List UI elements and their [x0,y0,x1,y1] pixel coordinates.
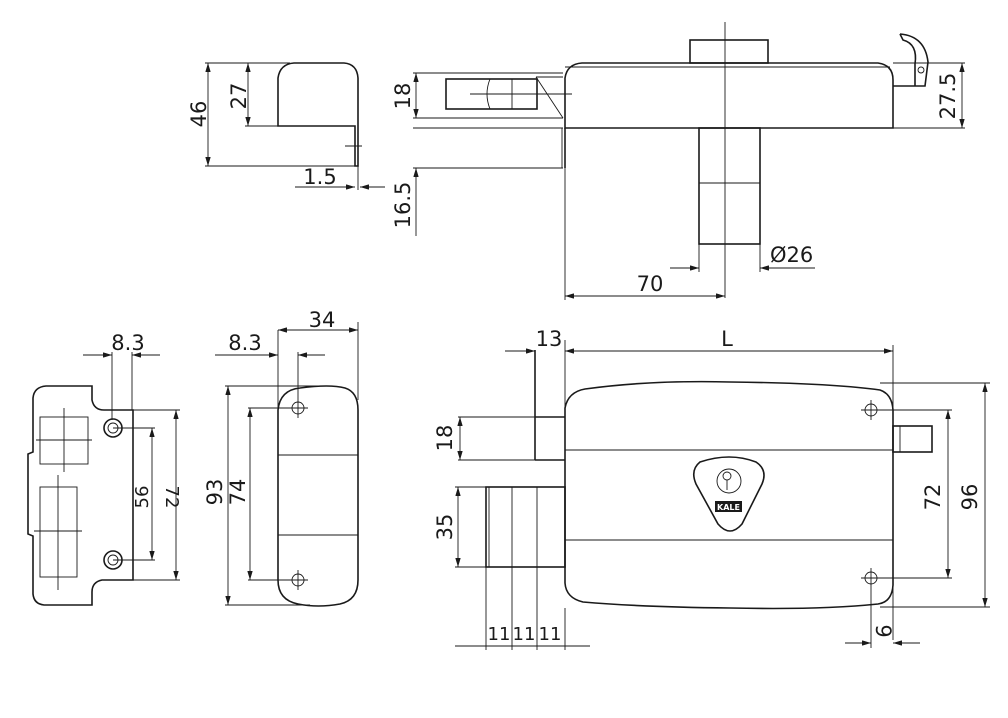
dim-11-b: 11 [513,624,536,645]
dim-diameter-26: Ø26 [770,243,813,267]
dim-27-5: 27.5 [936,73,960,120]
kale-logo: KALE [717,503,740,512]
dim-35: 35 [433,514,457,541]
dim-11-c: 11 [539,624,562,645]
lock-front-view: 18 35 11 11 11 13 L KALE 72 96 9 [433,327,990,650]
dim-18-top: 18 [391,83,415,110]
dim-72-striker: 72 [161,486,182,509]
dim-72-front: 72 [921,484,945,511]
lock-top-view: 18 16.5 27.5 Ø26 70 [391,22,965,300]
dim-8-3-left: 8.3 [111,331,144,355]
cylinder-escutcheon: KALE [692,456,765,532]
dim-34: 34 [309,308,336,332]
striker-front-view: 8.3 56 72 [27,331,182,606]
dim-13: 13 [536,327,563,351]
striker-side-view: 46 27 1.5 [187,62,385,190]
dim-46: 46 [187,101,211,128]
dim-96: 96 [958,484,982,511]
dim-8-3-side: 8.3 [228,331,261,355]
dim-27: 27 [227,83,251,110]
dim-9: 9 [871,624,895,637]
dim-16-5: 16.5 [391,182,415,229]
dim-56: 56 [132,486,153,509]
dim-11-a: 11 [488,624,511,645]
lock-side-view: 34 8.3 93 74 [203,308,359,607]
dim-93: 93 [203,479,227,506]
dim-L: L [721,327,733,351]
dim-1-5: 1.5 [303,165,336,189]
dim-74: 74 [226,479,250,506]
dim-18-front: 18 [433,425,457,452]
dim-70: 70 [637,272,664,296]
